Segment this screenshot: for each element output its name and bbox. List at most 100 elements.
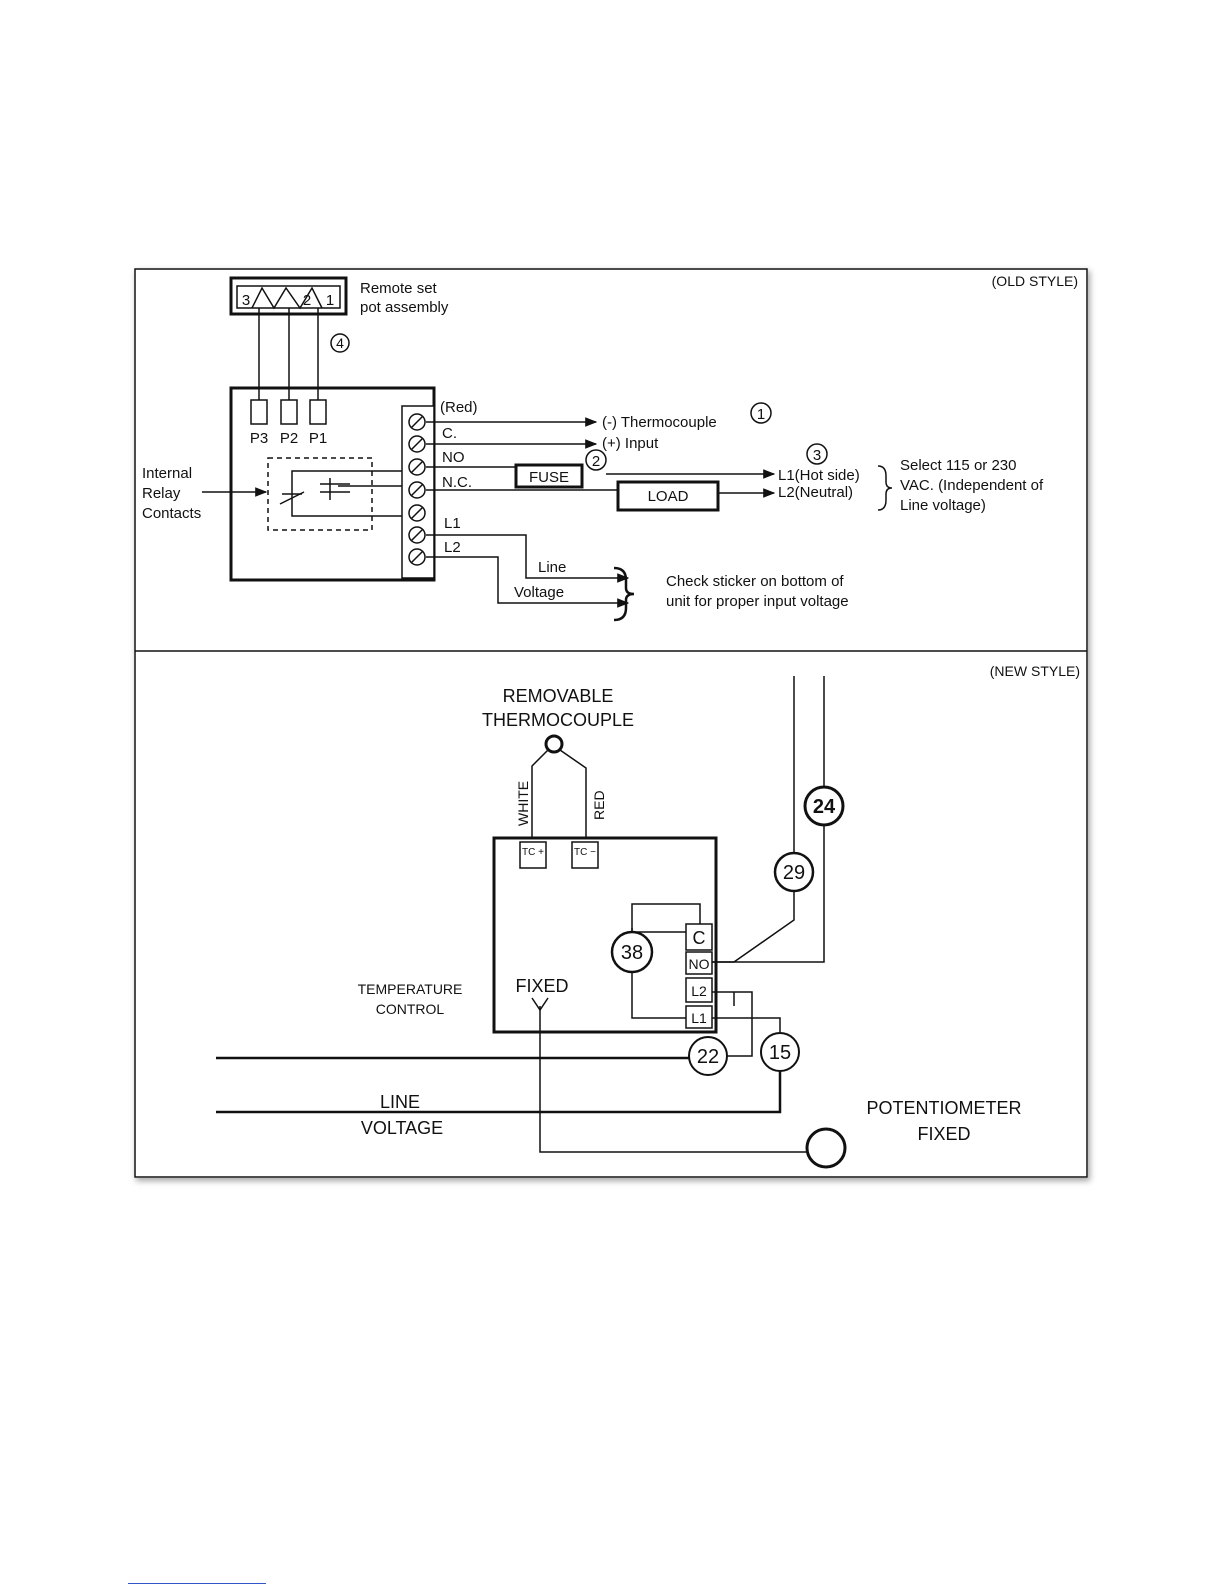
terminal-block — [401, 405, 435, 579]
relay-label-2: Relay — [142, 485, 181, 502]
output-l2-label: L2(Neutral) — [778, 484, 853, 501]
wire-no-24 — [712, 826, 825, 963]
callout-1-number: 1 — [757, 406, 765, 423]
terminal-l2 — [685, 977, 713, 1003]
terminal-screw — [408, 413, 426, 431]
footnote-rule — [128, 1583, 266, 1584]
callout-38-number: 38 — [621, 942, 643, 964]
connector-p1 — [309, 399, 327, 425]
wiring-diagram-figure: (OLD STYLE) 3 2 1 Remote set pot assembl… — [134, 268, 1088, 1178]
relay-dashed-box — [267, 457, 373, 531]
terminal-screw — [408, 458, 426, 476]
temperature-control-label-1: TEMPERATURE — [358, 981, 463, 997]
new-style-section: (NEW STYLE) REMOVABLE THERMOCOUPLE WHITE… — [216, 663, 1080, 1169]
line-voltage-note-1: Check sticker on bottom of — [666, 573, 844, 590]
line-voltage-brace — [613, 566, 635, 622]
temperature-control-label-2: CONTROL — [376, 1001, 445, 1017]
fixed-label: FIXED — [515, 976, 568, 996]
callout-22-number: 22 — [697, 1046, 719, 1068]
wire-l1-15 — [712, 1017, 781, 1032]
tc-minus-label: TC − — [574, 847, 596, 858]
terminal-screw — [408, 481, 426, 499]
output-brace — [877, 465, 893, 511]
output-note-3: Line voltage) — [900, 497, 986, 514]
connector-p3 — [250, 399, 268, 425]
fuse-label: FUSE — [529, 469, 569, 486]
output-note-2: VAC. (Independent of — [900, 477, 1044, 494]
callout-2-circle — [585, 449, 607, 471]
thermocouple-pos-label: (+) Input — [602, 435, 659, 452]
terminal-l1 — [685, 1005, 713, 1029]
callout-15-number: 15 — [769, 1042, 791, 1064]
terminal-label-no: NO — [442, 449, 465, 466]
terminal-label-nc: N.C. — [442, 474, 472, 491]
jumper-38-upper — [631, 903, 686, 932]
tc-plus-terminal — [519, 841, 547, 869]
pot-resistor-symbol — [251, 286, 323, 310]
wire-label-white: WHITE — [515, 781, 531, 826]
callout-38-circle — [610, 930, 654, 974]
thermocouple-wire-red — [559, 749, 587, 838]
callout-1-circle — [750, 402, 772, 424]
internal-relay: Internal Relay Contacts — [142, 457, 414, 531]
wire-fixed-to-pot — [539, 1006, 806, 1153]
callout-3-circle — [806, 443, 828, 465]
thermocouple-title-1: REMOVABLE — [503, 686, 614, 706]
pot-assembly: 3 2 1 Remote set pot assembly 4 — [229, 276, 449, 400]
output-l1-label: L1(Hot side) — [778, 467, 860, 484]
terminal-screw — [408, 548, 426, 566]
pot-assembly-label-2: pot assembly — [360, 299, 449, 316]
pot-assembly-label-1: Remote set — [360, 280, 438, 297]
callout-2-number: 2 — [592, 453, 600, 470]
relay-label-3: Contacts — [142, 505, 201, 522]
wire-l1-line — [426, 534, 630, 583]
terminal-no-label: NO — [689, 956, 710, 972]
terminal-screw — [408, 526, 426, 544]
terminal-label-c: C. — [442, 425, 457, 442]
terminal-strip: (Red) C. NO N.C. L1 L2 — [401, 399, 478, 579]
callout-4-circle — [330, 333, 350, 353]
potentiometer-label-2: FIXED — [917, 1124, 970, 1144]
thermocouple-wire-white — [531, 749, 549, 838]
terminal-label-red: (Red) — [440, 399, 478, 416]
load-label: LOAD — [648, 488, 689, 505]
pot-pin-1: 1 — [326, 292, 334, 309]
line-voltage-label-2: VOLTAGE — [361, 1118, 443, 1138]
wire-l2-line — [426, 556, 630, 608]
terminal-screw — [408, 435, 426, 453]
terminal-l2-label: L2 — [691, 983, 707, 999]
terminal-label-l2: L2 — [444, 539, 461, 556]
jumper-38-c-link — [686, 903, 701, 924]
old-style-label: (OLD STYLE) — [992, 273, 1078, 289]
callout-24-circle — [803, 785, 845, 827]
output-note-1: Select 115 or 230 — [900, 457, 1016, 474]
wire-label-red: RED — [591, 790, 607, 820]
thermocouple-title-2: THERMOCOUPLE — [482, 710, 634, 730]
line-voltage-label-1: LINE — [380, 1092, 420, 1112]
callout-24-number: 24 — [813, 796, 836, 818]
connector-group: P3 P2 P1 — [250, 399, 327, 447]
callout-22-circle — [688, 1036, 728, 1076]
connector-label-p3: P3 — [250, 430, 268, 447]
tc-plus-label: TC + — [522, 847, 544, 858]
terminal-c — [685, 923, 713, 951]
thermocouple-neg-label: (-) Thermocouple — [602, 414, 717, 431]
connector-p2 — [280, 399, 298, 425]
thermocouple-tip-icon — [544, 734, 564, 754]
pot-pin-3: 3 — [242, 292, 250, 309]
relay-label-1: Internal — [142, 465, 192, 482]
potentiometer-icon — [805, 1127, 847, 1169]
connector-label-p1: P1 — [309, 430, 327, 447]
fuse-box — [514, 463, 584, 489]
pot-pin-2: 2 — [303, 292, 311, 309]
wire-l2-22 — [712, 991, 753, 1057]
callout-29-circle — [773, 851, 815, 893]
tc-minus-terminal — [571, 841, 599, 869]
line-voltage-note-2: unit for proper input voltage — [666, 593, 849, 610]
terminal-c-label: C — [693, 928, 706, 948]
terminal-screw — [408, 504, 426, 522]
callout-4-number: 4 — [336, 335, 344, 351]
terminal-no — [685, 951, 713, 975]
old-style-section: (OLD STYLE) 3 2 1 Remote set pot assembl… — [142, 273, 1078, 622]
load-box — [616, 480, 720, 512]
